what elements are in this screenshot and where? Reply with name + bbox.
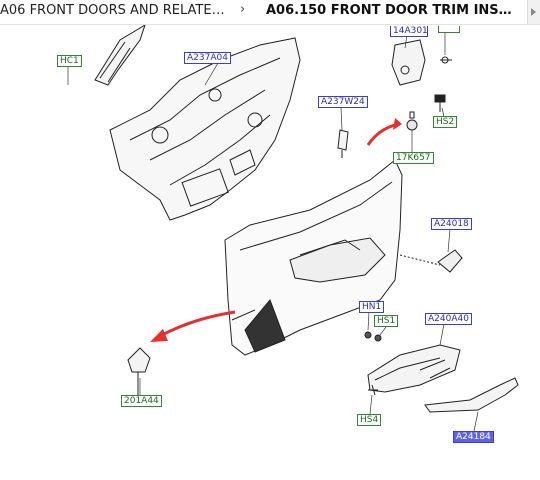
chevron-right-icon: › xyxy=(240,2,246,17)
water-shield-panel xyxy=(109,37,301,221)
cover-201a44-part xyxy=(127,347,151,395)
page-title: A06.150 FRONT DOOR TRIM INSTALLATION xyxy=(266,3,518,18)
hinge-bracket-part xyxy=(391,39,452,86)
callout-hs4[interactable]: HS4 xyxy=(357,414,382,426)
callout-a24184[interactable]: A24184 xyxy=(453,431,494,443)
callout-hc1[interactable]: HC1 xyxy=(57,55,82,67)
exploded-diagram xyxy=(67,25,519,432)
callout-a237a04[interactable]: A237A04 xyxy=(184,52,231,64)
callout-a240a40[interactable]: A240A40 xyxy=(425,313,472,325)
direction-arrows xyxy=(150,118,402,342)
callout-hs2[interactable]: HS2 xyxy=(433,116,458,128)
trim-strip-part xyxy=(424,377,519,413)
push-pin-part xyxy=(406,111,418,131)
breadcrumb: A06 FRONT DOORS AND RELATED COMPONENTS ›… xyxy=(0,0,540,25)
callout-hs1[interactable]: HS1 xyxy=(374,315,399,327)
breadcrumb-section-link[interactable]: A06 FRONT DOORS AND RELATED COMPONENTS xyxy=(0,3,225,18)
armrest-part xyxy=(367,344,461,393)
screw-hs2-part xyxy=(434,94,446,112)
clip-a237w24-part xyxy=(337,129,349,158)
callout-hn1[interactable]: HN1 xyxy=(359,301,385,313)
scroll-right-button[interactable] xyxy=(527,0,540,24)
callout-a24018[interactable]: A24018 xyxy=(431,218,472,230)
fasteners-part xyxy=(364,331,382,396)
handle-housing-part xyxy=(399,249,463,273)
door-frame-part xyxy=(94,25,146,86)
callout-a237w24[interactable]: A237W24 xyxy=(318,96,368,108)
leader-lines xyxy=(67,30,479,432)
callout-17k657[interactable]: 17K657 xyxy=(393,152,434,164)
callout-201a44[interactable]: 201A44 xyxy=(121,395,162,407)
door-trim-panel xyxy=(224,159,403,356)
callout-14a301[interactable]: 14A301 xyxy=(390,26,428,37)
callout-top-right[interactable] xyxy=(438,26,460,33)
